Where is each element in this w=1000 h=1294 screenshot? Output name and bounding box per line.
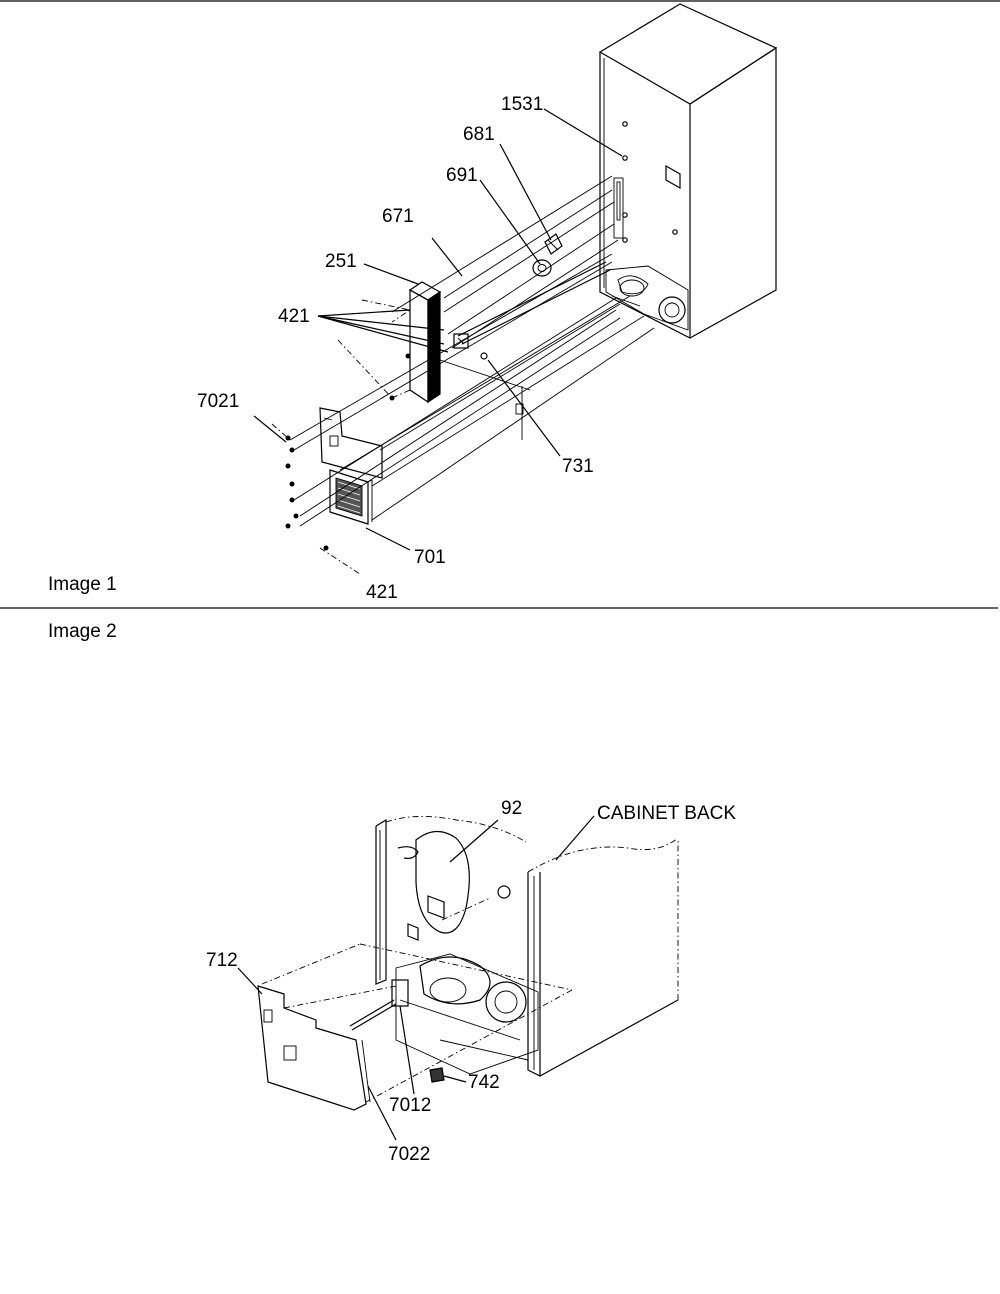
defrost-tube — [453, 261, 611, 349]
cabinet-body — [598, 3, 778, 339]
callout-712: 712 — [206, 950, 238, 971]
callout-cabinet-back: CABINET BACK — [597, 803, 736, 824]
section-label-image-2: Image 2 — [48, 621, 117, 642]
assembly-lines-image-2 — [261, 943, 573, 1103]
part-7021-bracket — [319, 407, 383, 479]
assembly-lines-image-1 — [271, 175, 655, 575]
callout-7021: 7021 — [197, 391, 239, 412]
screws-image-1 — [285, 353, 411, 551]
section-label-image-1: Image 1 — [48, 574, 117, 595]
leaders-image-1 — [253, 108, 623, 551]
image-1-drawing: 1531 681 691 671 251 421 7021 731 701 42… — [197, 3, 778, 603]
callout-7012: 7012 — [389, 1095, 431, 1116]
side-rail — [375, 815, 527, 985]
callout-691: 691 — [446, 165, 478, 186]
part-701-grille — [329, 469, 373, 525]
image-2-drawing: 92 CABINET BACK 712 7012 742 7022 — [206, 798, 736, 1165]
callout-92: 92 — [501, 798, 522, 819]
part-681-fitting — [544, 233, 563, 255]
part-92-cover — [397, 830, 511, 941]
callout-671: 671 — [382, 206, 414, 227]
cabinet-back-panel — [527, 837, 679, 1077]
compressor-area — [349, 953, 539, 1075]
callout-742: 742 — [468, 1072, 500, 1093]
leaders-image-2 — [237, 815, 595, 1141]
callout-251: 251 — [325, 251, 357, 272]
part-251-panel — [408, 281, 442, 404]
callout-421-lower: 421 — [366, 582, 398, 603]
callout-731: 731 — [562, 456, 594, 477]
part-712-panel — [257, 985, 371, 1111]
callout-7022: 7022 — [388, 1144, 430, 1165]
part-731-screw — [480, 352, 488, 360]
callout-701: 701 — [414, 547, 446, 568]
callout-421-upper: 421 — [278, 306, 310, 327]
part-742-clip — [429, 1067, 445, 1083]
callout-681: 681 — [463, 124, 495, 145]
callout-1531: 1531 — [501, 94, 543, 115]
